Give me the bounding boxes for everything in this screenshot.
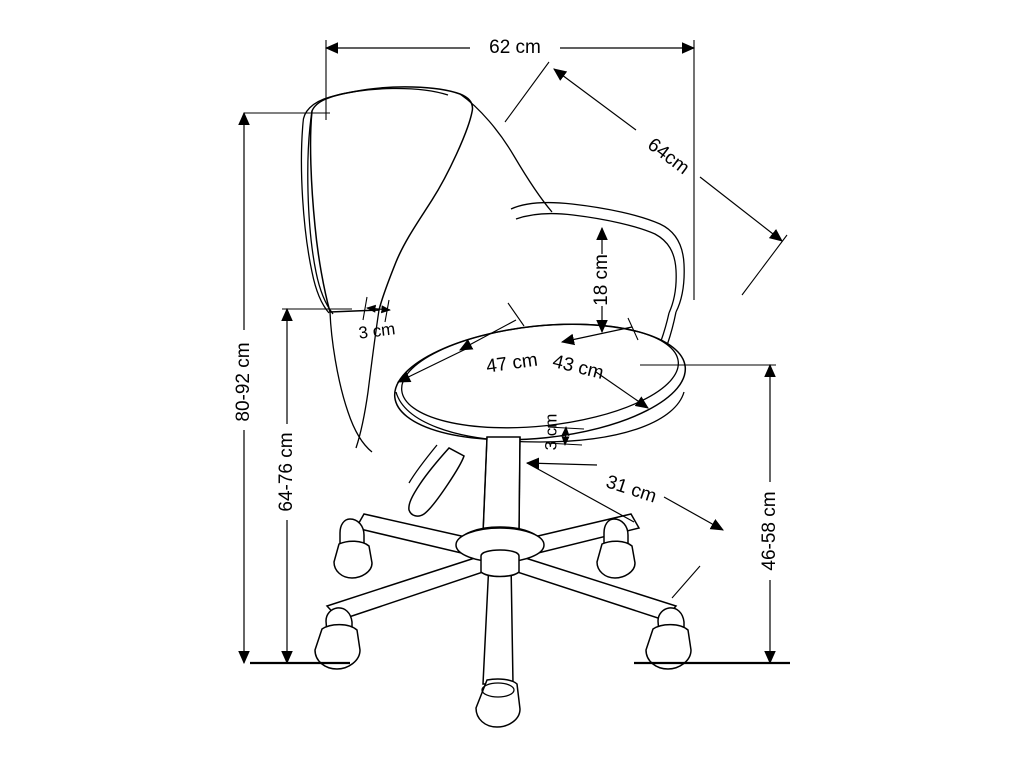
dimension-armrest-height: 18 cm <box>591 226 612 334</box>
tilt-lever <box>408 444 465 517</box>
dimension-label-backrest-height: 64-76 cm <box>276 432 297 511</box>
dimension-backrest-height: 64-76 cm <box>276 307 352 665</box>
chair-illustration <box>250 86 790 728</box>
dimension-label-overall-depth: 64cm <box>643 134 693 179</box>
dimension-overall-depth: 64cm <box>504 61 788 296</box>
dimension-backrest-thickness: 3 cm <box>357 296 396 343</box>
dimension-seat-height: 46-58 cm <box>640 363 780 665</box>
dimension-overall-width: 62 cm <box>324 37 696 300</box>
backrest-upper-right-contour <box>459 93 553 213</box>
backrest-left-edge <box>355 309 380 449</box>
casters <box>314 518 692 728</box>
dimension-label-overall-width: 62 cm <box>489 37 541 58</box>
dimension-seat-thickness: 3 cm <box>541 414 585 451</box>
backrest <box>300 86 474 315</box>
backrest-right-edge <box>329 311 373 453</box>
dimension-label-seat-thickness: 3 cm <box>541 414 560 451</box>
dimension-overall-height: 80-92 cm <box>233 111 330 665</box>
dimension-label-overall-height: 80-92 cm <box>233 342 254 421</box>
dimension-label-backrest-thickness: 3 cm <box>357 319 396 342</box>
dimension-label-base-span: 31 cm <box>603 472 659 508</box>
seat <box>393 323 687 443</box>
dimension-label-seat-height: 46-58 cm <box>759 491 780 570</box>
dimension-label-armrest-height: 18 cm <box>591 254 612 306</box>
